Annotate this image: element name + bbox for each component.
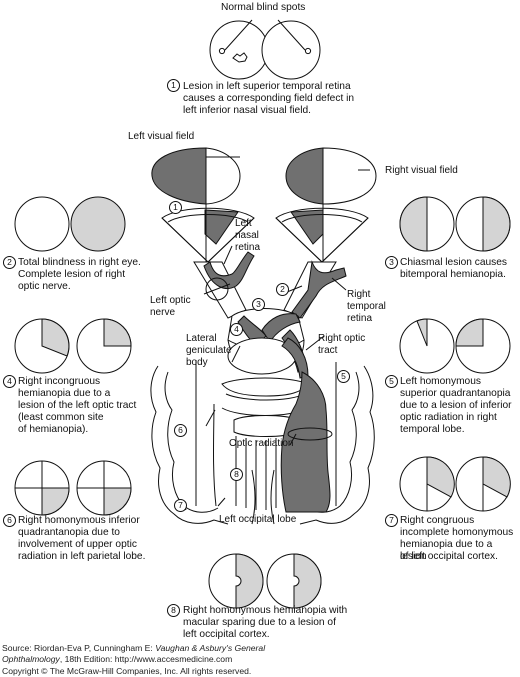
field-pair-6 xyxy=(14,460,132,516)
caption-8-line-1: Right homonymous hemianopia with xyxy=(183,605,348,616)
caption-4-line-5: of hemianopia). xyxy=(18,424,89,435)
label-left-visual-field: Left visual field xyxy=(128,131,195,142)
field-pair-5 xyxy=(399,318,511,374)
title-normal-blind-spots: Normal blind spots xyxy=(221,2,306,13)
optic-nerves xyxy=(193,251,347,319)
copyright: Copyright © The McGraw-Hill Companies, I… xyxy=(2,666,252,676)
label-left-occipital-lobe: Left occipital lobe xyxy=(219,514,297,525)
caption-4-line-4: (least common site xyxy=(18,412,104,423)
normal-fields-pair xyxy=(209,19,321,80)
caption-7-line-1: Right congruous xyxy=(400,515,475,526)
caption-5-line-5: temporal lobe. xyxy=(400,424,465,435)
number-1: 1 xyxy=(167,79,180,92)
lesion-ring-5 xyxy=(287,427,333,441)
field-pair-4 xyxy=(14,318,132,374)
caption-5-line-2: superior quadrantanopia xyxy=(400,388,511,399)
caption-4-line-2: hemianopia due to a xyxy=(18,388,111,399)
number-3-diagram: 3 xyxy=(252,298,265,311)
eye-left xyxy=(161,204,255,263)
caption-8-line-2: macular sparing due to a lesion of xyxy=(183,617,336,628)
number-1-diagram: 1 xyxy=(169,201,182,214)
label-lateral-geniculate-2: geniculate xyxy=(186,345,232,356)
caption-2-line-2: Complete lesion of right xyxy=(18,269,126,280)
field-defect-1 xyxy=(232,52,248,63)
caption-1-line-3: left inferior nasal visual field. xyxy=(183,105,311,116)
number-8-diagram: 8 xyxy=(230,468,243,481)
field-pair-7 xyxy=(399,456,511,512)
caption-6-line-3: involvement of upper optic xyxy=(18,539,137,550)
right-optic-radiation xyxy=(280,371,331,513)
label-right-temporal-retina-2: temporal xyxy=(347,301,386,312)
number-7-diagram: 7 xyxy=(174,499,187,512)
label-right-visual-field: Right visual field xyxy=(385,165,458,176)
caption-7-line-3: hemianopia due to a lesion xyxy=(400,539,493,563)
number-2-diagram: 2 xyxy=(276,283,289,296)
caption-2-line-3: optic nerve. xyxy=(18,281,71,292)
label-left-nasal-retina-2: nasal xyxy=(235,230,259,241)
left-visual-field-shape xyxy=(151,147,241,205)
label-optic-radiation: Optic radiation xyxy=(229,438,294,449)
right-visual-field-shape xyxy=(285,147,377,205)
label-left-optic-nerve-1: Left optic xyxy=(150,295,191,306)
caption-5-line-1: Left homonymous xyxy=(400,376,481,387)
label-right-optic-tract-2: tract xyxy=(318,345,338,356)
label-right-temporal-retina-3: retina xyxy=(347,313,373,324)
number-7: 7 xyxy=(385,514,398,527)
label-right-temporal-retina-1: Right xyxy=(347,289,371,300)
number-3: 3 xyxy=(385,256,398,269)
number-8: 8 xyxy=(167,604,180,617)
caption-8-line-3: left occipital cortex. xyxy=(183,629,270,640)
number-5-diagram: 5 xyxy=(337,370,350,383)
caption-4-line-3: lesion of the left optic tract xyxy=(18,400,137,411)
label-right-optic-tract-1: Right optic xyxy=(318,333,366,344)
caption-2-line-1: Total blindness in right eye. xyxy=(18,257,141,268)
caption-6-line-2: quadrantanopia due to xyxy=(18,527,120,538)
label-left-nasal-retina-1: Left xyxy=(235,218,252,229)
number-5: 5 xyxy=(385,375,398,388)
caption-4-line-1: Right incongruous xyxy=(18,376,101,387)
caption-3-line-2: bitemporal hemianopia. xyxy=(400,269,506,280)
caption-3-line-1: Chiasmal lesion causes xyxy=(400,257,508,268)
label-lateral-geniculate-3: body xyxy=(186,357,208,368)
label-left-nasal-retina-3: retina xyxy=(235,242,261,253)
chiasm-and-tracts xyxy=(227,308,309,379)
number-6-diagram: 6 xyxy=(174,424,187,437)
source-line-1: Source: Riordan-Eva P, Cunningham E: Vau… xyxy=(2,643,266,653)
number-2: 2 xyxy=(3,256,16,269)
number-4: 4 xyxy=(3,375,16,388)
caption-7-line-2: incomplete homonymous xyxy=(400,527,514,538)
caption-7-line-4: of left occipital cortex. xyxy=(400,551,498,562)
field-pair-2 xyxy=(14,196,126,252)
field-pair-8 xyxy=(208,553,322,609)
caption-5-line-3: due to a lesion of inferior xyxy=(400,400,512,411)
caption-6-line-1: Right homonymous inferior xyxy=(18,515,140,526)
number-6: 6 xyxy=(3,514,16,527)
label-left-optic-nerve-2: nerve xyxy=(150,307,176,318)
field-pair-3 xyxy=(399,196,511,252)
source-line-2: Ophthalmology, 18th Edition: http://www.… xyxy=(2,654,233,664)
caption-5-line-4: optic radiation in right xyxy=(400,412,497,423)
number-4-diagram: 4 xyxy=(230,323,243,336)
caption-1-line-2: causes a corresponding field defect in xyxy=(183,93,355,104)
eye-right xyxy=(275,204,369,263)
label-lateral-geniculate-1: Lateral xyxy=(186,333,217,344)
caption-6-line-4: radiation in left parietal lobe. xyxy=(18,551,146,562)
caption-1-line-1: Lesion in left superior temporal retina xyxy=(183,81,351,92)
